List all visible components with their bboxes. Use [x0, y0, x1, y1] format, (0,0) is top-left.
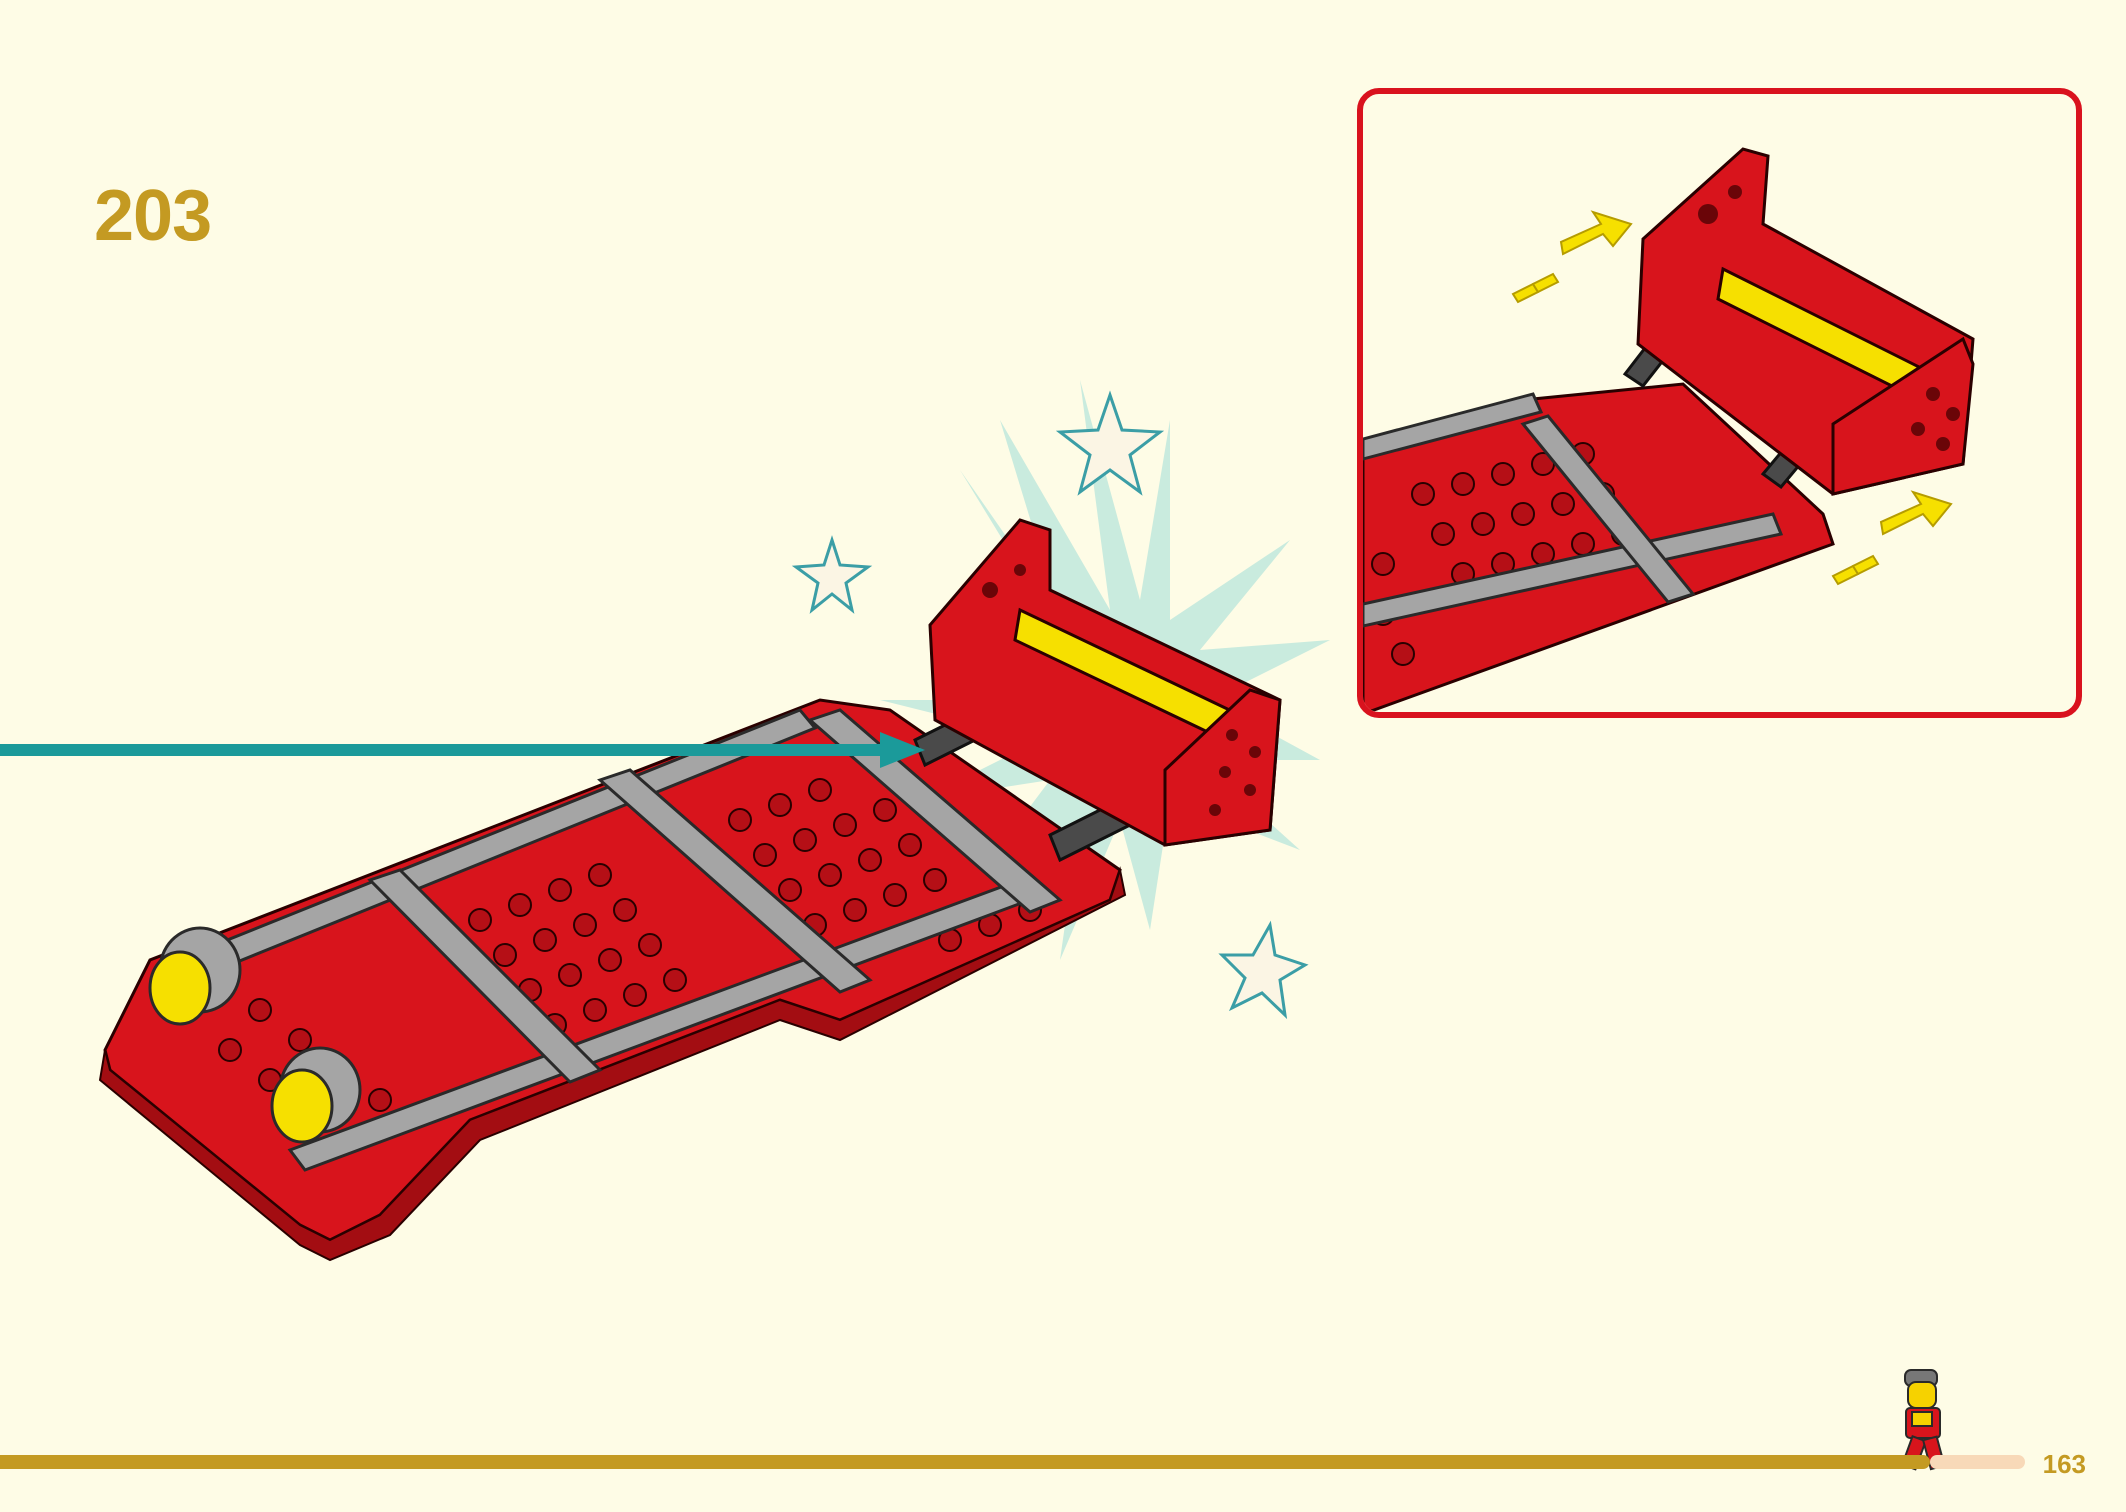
gray-frame-bars — [187, 708, 1063, 1172]
callout-box — [1357, 88, 2082, 718]
callout-illustration — [1363, 147, 1975, 712]
bar-progress — [1930, 1455, 2025, 1469]
step-number: 203 — [94, 176, 212, 256]
hinged-seat-piece — [928, 518, 1282, 847]
teal-arrow-icon — [0, 732, 925, 768]
page-number: 163 — [2042, 1449, 2086, 1479]
star-icon — [791, 390, 1309, 1020]
red-plate-assembly — [98, 698, 1132, 1262]
bottom-bar — [0, 1455, 1930, 1469]
yellow-motion-arrow-icon — [1511, 210, 1953, 586]
headlights — [148, 926, 362, 1144]
